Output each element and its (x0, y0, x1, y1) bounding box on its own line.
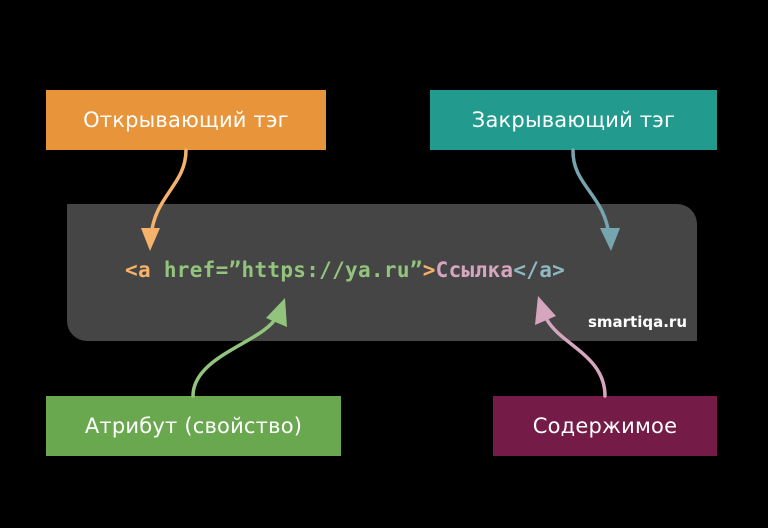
watermark: smartiqa.ru (587, 313, 687, 331)
closing-tag-label: Закрывающий тэг (430, 90, 717, 150)
code-open-close: > (422, 258, 436, 282)
opening-tag-label: Открывающий тэг (46, 90, 326, 150)
content-label: Содержимое (493, 396, 717, 456)
code-content: Ссылка (435, 258, 514, 282)
code-space (151, 258, 164, 282)
content-label-text: Содержимое (532, 414, 678, 438)
attribute-label: Атрибут (свойство) (46, 396, 341, 456)
code-panel: <a href=”https://ya.ru”>Ссылка</a> smart… (67, 204, 697, 341)
code-line: <a href=”https://ya.ru”>Ссылка</a> (125, 258, 565, 282)
code-attribute: href=”https://ya.ru” (163, 258, 423, 282)
closing-tag-label-text: Закрывающий тэг (471, 108, 676, 132)
opening-tag-label-text: Открывающий тэг (83, 108, 289, 132)
code-closing-tag: </a> (513, 258, 566, 282)
code-open-bracket: <a (125, 258, 151, 282)
attribute-label-text: Атрибут (свойство) (84, 414, 303, 438)
